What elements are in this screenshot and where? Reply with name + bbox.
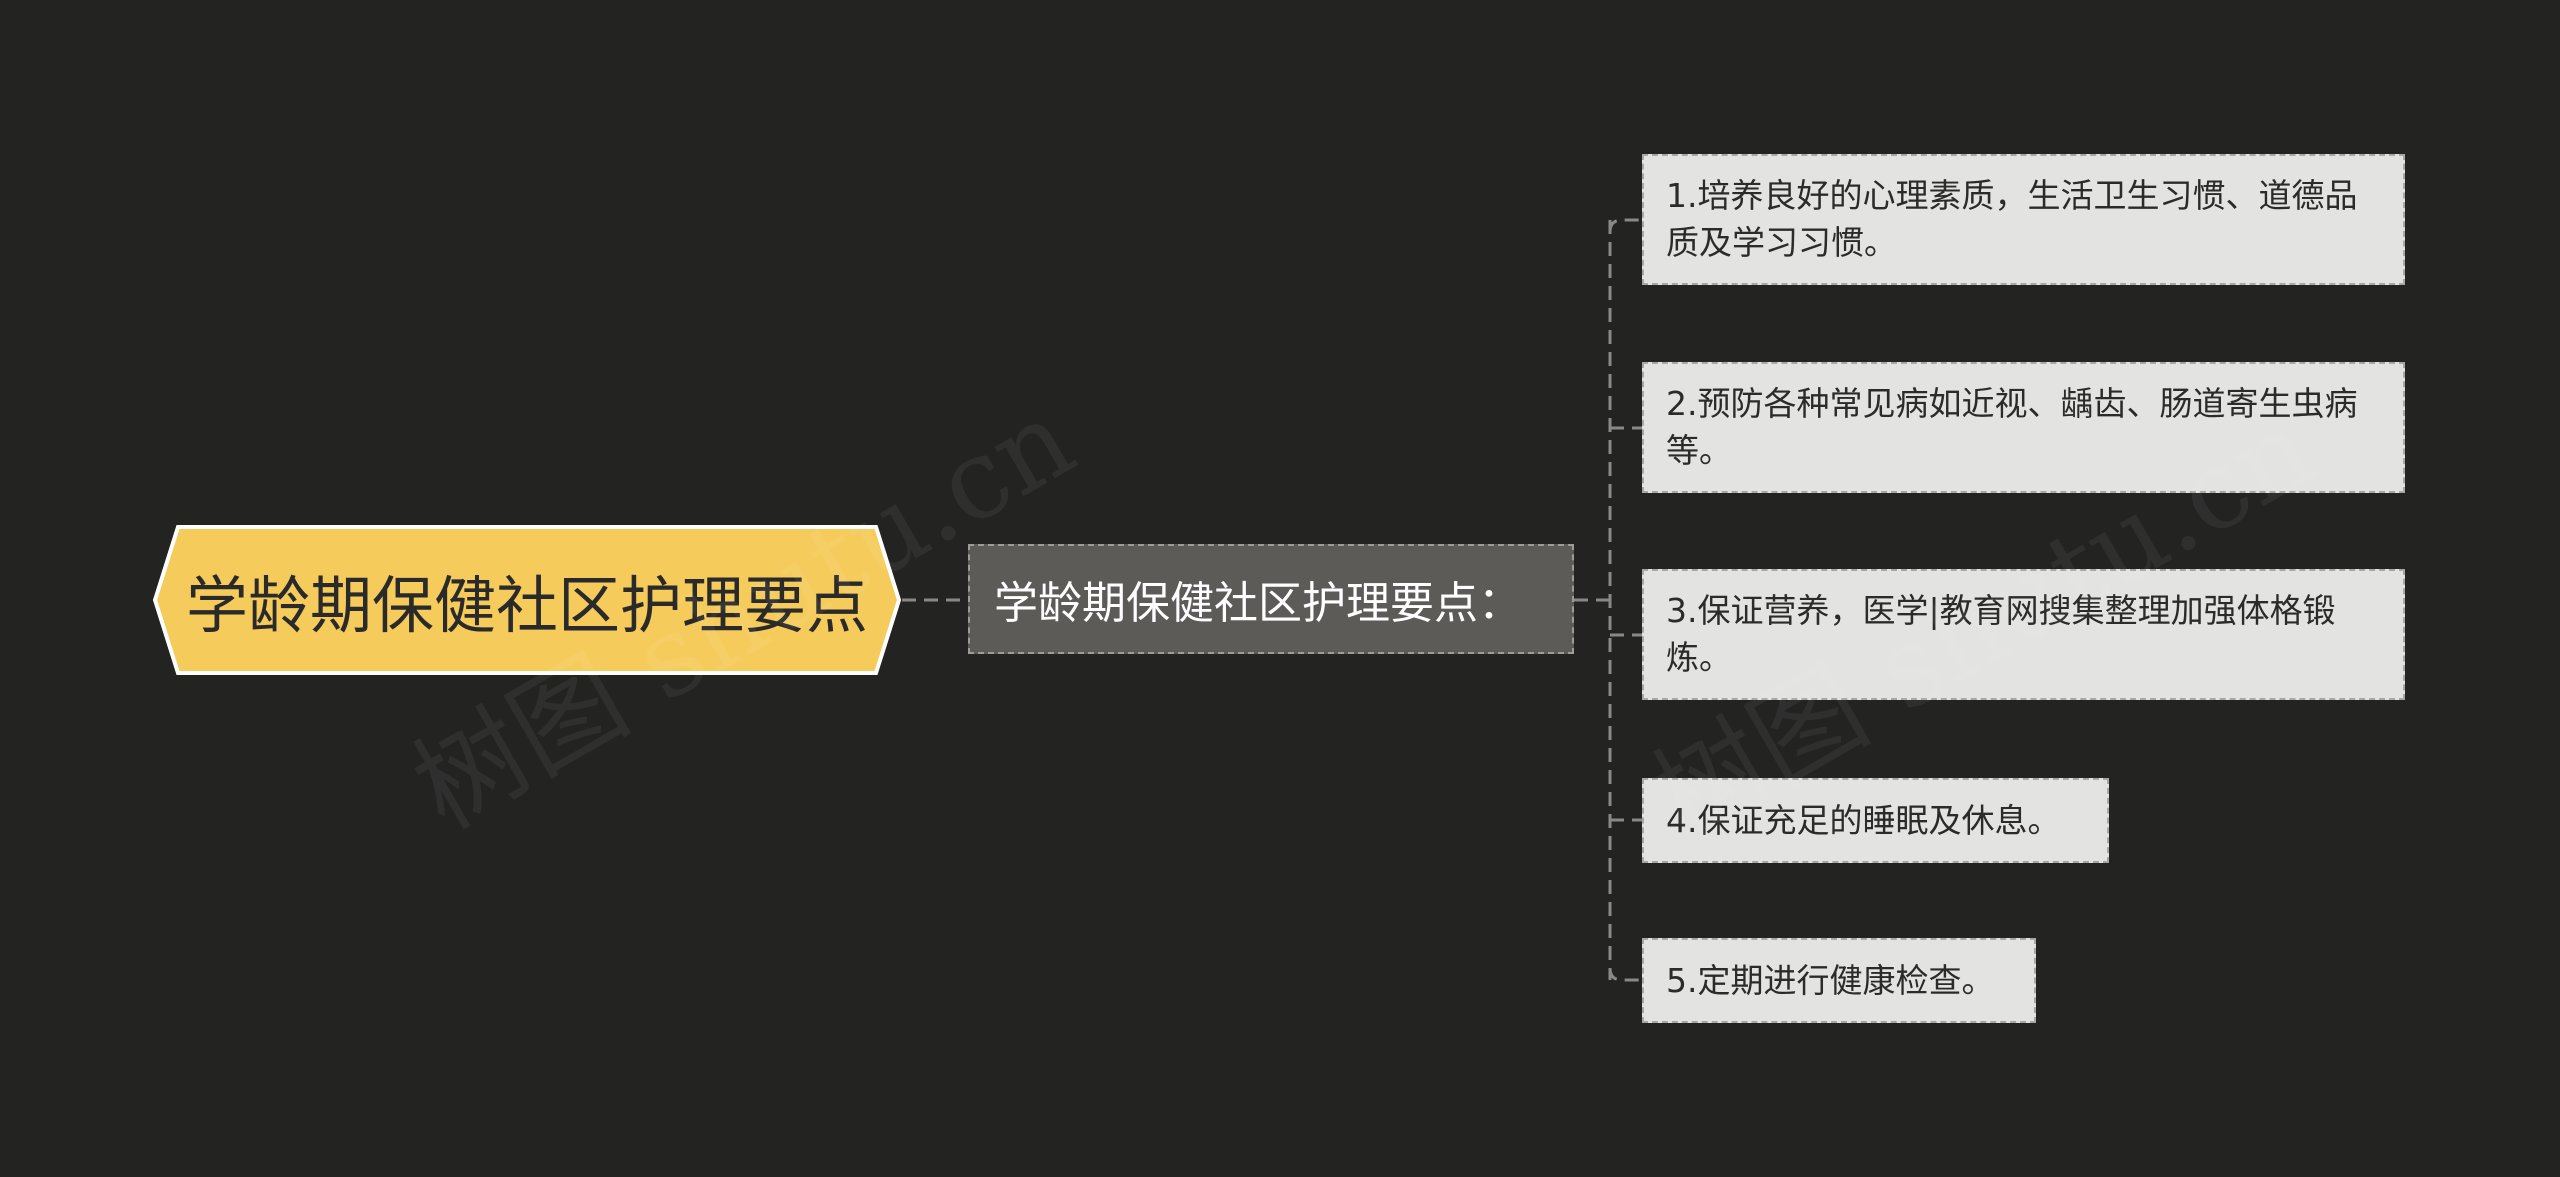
connector-leaf-5 bbox=[1608, 967, 1642, 982]
leaf-topic-label: 5.定期进行健康检查。 bbox=[1666, 961, 1995, 1000]
leaf-topic-5[interactable]: 5.定期进行健康检查。 bbox=[1642, 938, 2036, 1023]
leaf-topic-1[interactable]: 1.培养良好的心理素质，生活卫生习惯、道德品质及学习习惯。 bbox=[1642, 154, 2405, 285]
branch-topic-label: 学龄期保健社区护理要点： bbox=[994, 578, 1522, 629]
leaf-topic-2[interactable]: 2.预防各种常见病如近视、龋齿、肠道寄生虫病等。 bbox=[1642, 362, 2405, 493]
root-topic-label: 学龄期保健社区护理要点 bbox=[185, 569, 868, 642]
branch-topic[interactable]: 学龄期保健社区护理要点： bbox=[968, 544, 1574, 654]
leaf-topic-4[interactable]: 4.保证充足的睡眠及休息。 bbox=[1642, 778, 2109, 863]
leaf-topic-label: 1.培养良好的心理素质，生活卫生习惯、道德品质及学习习惯。 bbox=[1666, 176, 2358, 262]
leaf-topic-label: 4.保证充足的睡眠及休息。 bbox=[1666, 801, 2061, 840]
leaf-topic-label: 2.预防各种常见病如近视、龋齿、肠道寄生虫病等。 bbox=[1666, 384, 2358, 470]
leaf-topic-label: 3.保证营养，医学|教育网搜集整理加强体格锻炼。 bbox=[1666, 591, 2336, 677]
root-topic[interactable]: 学龄期保健社区护理要点 bbox=[152, 524, 902, 676]
leaf-topic-3[interactable]: 3.保证营养，医学|教育网搜集整理加强体格锻炼。 bbox=[1642, 569, 2405, 700]
connector-leaf-1 bbox=[1608, 218, 1642, 233]
root-hexagon-shape bbox=[152, 525, 902, 675]
